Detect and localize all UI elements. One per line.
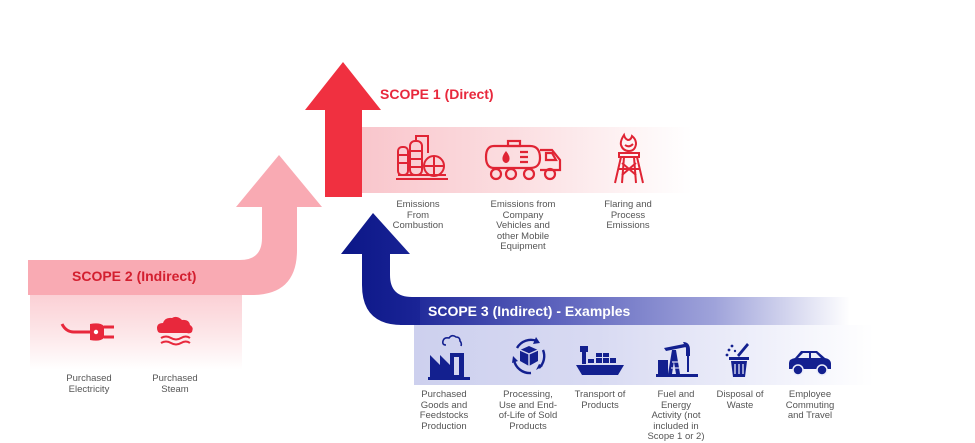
factory-icon <box>428 334 470 380</box>
oil-pump-icon <box>656 342 698 377</box>
car-icon <box>789 351 831 376</box>
scope3-arrow <box>341 213 420 325</box>
scope2-label-electricity: Purchased Electricity <box>66 373 112 395</box>
scope1-label-vehicles: Emissions from Company Vehicles and othe… <box>490 199 556 252</box>
steam-cloud-icon <box>157 316 193 346</box>
scope3-label-transport: Transport of Products <box>574 389 626 411</box>
waste-bin-icon <box>725 343 749 377</box>
recycle-box-icon <box>512 337 546 375</box>
scope3-label-processing: Processing, Use and End- of-Life of Sold… <box>498 389 558 432</box>
scope1-title: SCOPE 1 (Direct) <box>380 86 494 102</box>
scope1-label-combustion: Emissions From Combustion <box>392 199 444 231</box>
scope3-label-purchased-goods: Purchased Goods and Feedstocks Productio… <box>419 389 469 432</box>
tanker-truck-icon <box>484 139 562 181</box>
scope1-arrow <box>305 62 381 197</box>
scope3-label-fuel-energy: Fuel and Energy Activity (not included i… <box>647 389 705 442</box>
flare-tower-icon <box>614 132 644 184</box>
scope3-title: SCOPE 3 (Indirect) - Examples <box>428 303 631 319</box>
scope2-label-steam: Purchased Steam <box>152 373 198 395</box>
electric-plug-icon <box>60 323 114 341</box>
scope2-panel <box>30 295 242 370</box>
scope2-title: SCOPE 2 (Indirect) <box>72 268 197 284</box>
scope3-label-waste: Disposal of Waste <box>716 389 764 411</box>
scope2-arrow <box>28 155 322 295</box>
scope1-label-flaring: Flaring and Process Emissions <box>604 199 652 231</box>
refinery-icon <box>396 135 448 180</box>
cargo-ship-icon <box>576 346 624 375</box>
scope3-band <box>400 297 850 325</box>
scope3-label-commuting: Employee Commuting and Travel <box>785 389 835 421</box>
